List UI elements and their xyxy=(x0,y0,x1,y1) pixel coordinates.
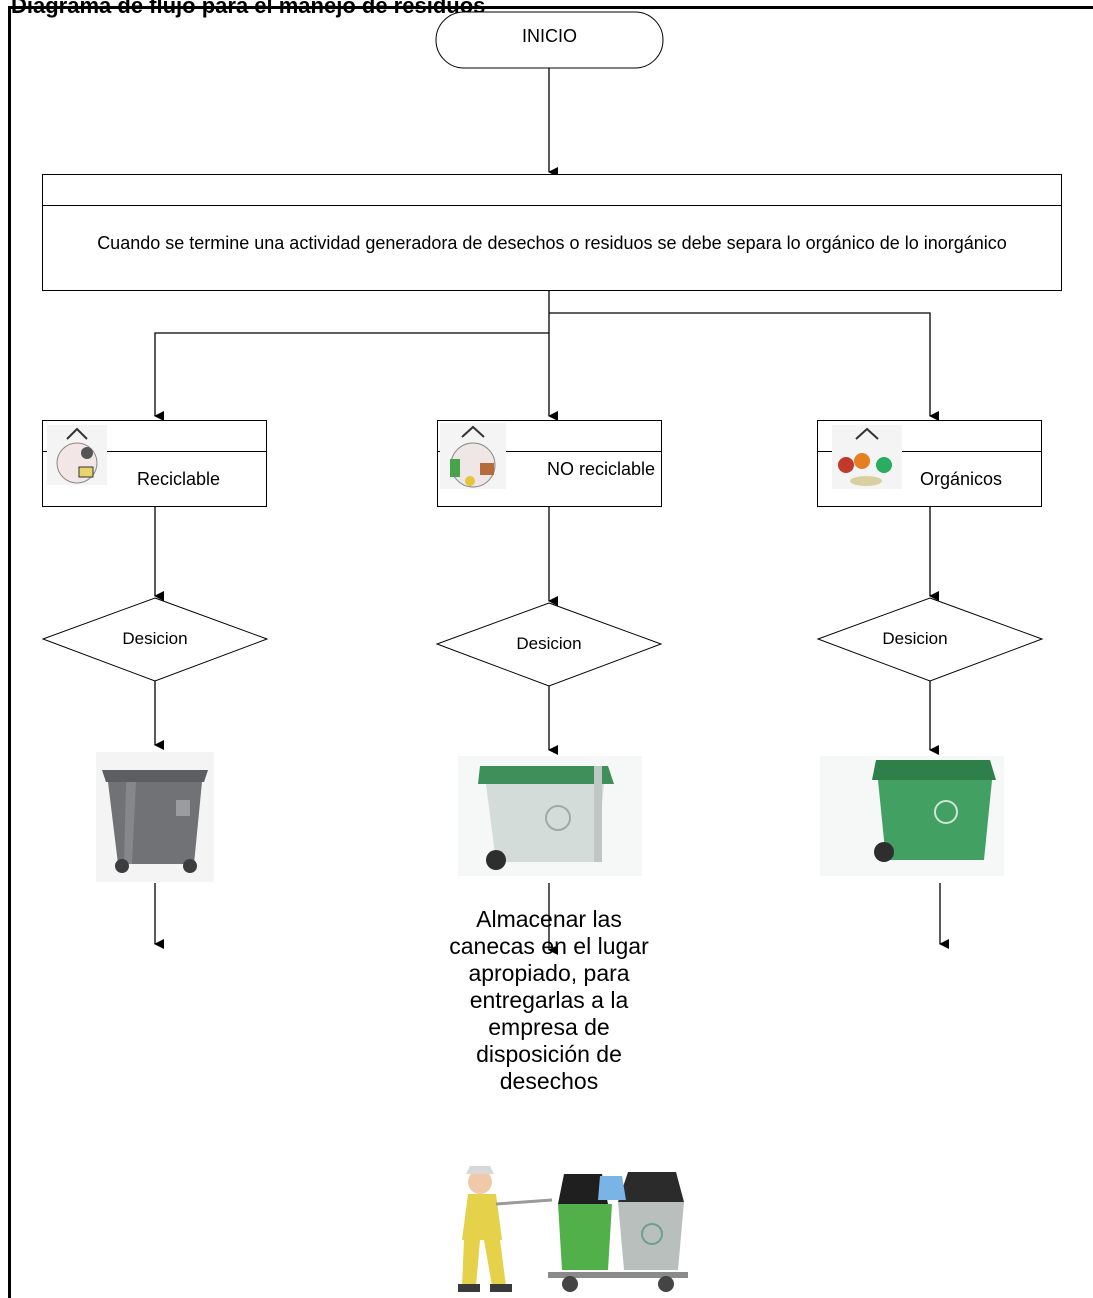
category-label-recyclable: Reciclable xyxy=(137,469,221,489)
decision-label-3: Desicion xyxy=(882,629,948,648)
decision-label-1: Desicion xyxy=(122,629,188,648)
diagram-frame: Diagrama de flujo para el manejo de resi… xyxy=(8,0,1093,1298)
category-box-non-recyclable: NO reciclable xyxy=(437,420,662,507)
worker-with-bins-illustration xyxy=(440,1160,694,1296)
decision-label-2: Desicion xyxy=(516,634,582,653)
category-band xyxy=(43,421,266,452)
start-label: INICIO xyxy=(521,26,577,46)
light-gray-bin xyxy=(458,756,642,876)
branch-arrow-left xyxy=(154,332,549,421)
recyclable-bag-icon xyxy=(47,425,107,485)
process-box-text: Cuando se termine una actividad generado… xyxy=(97,233,1007,253)
category-box-recyclable: Reciclable xyxy=(42,420,267,507)
category-box-organic: Orgánicos xyxy=(817,420,1042,507)
category-band xyxy=(438,421,661,452)
category-label-non-recyclable: NO reciclable xyxy=(546,459,655,479)
category-band xyxy=(818,421,1041,452)
green-bin xyxy=(820,756,1004,876)
branch-arrow-right xyxy=(549,312,939,421)
category-label-organic: Orgánicos xyxy=(920,469,1003,489)
process-box-header-band xyxy=(43,175,1061,206)
non-recyclable-bag-icon xyxy=(440,423,506,489)
organic-bag-icon xyxy=(832,425,902,489)
process-box-separate: Cuando se termine una actividad generado… xyxy=(42,174,1062,291)
diagram-title: Diagrama de flujo para el manejo de resi… xyxy=(11,0,486,18)
storage-instruction: Almacenar las canecas en el lugar apropi… xyxy=(449,906,649,1094)
gray-bin xyxy=(96,752,214,882)
